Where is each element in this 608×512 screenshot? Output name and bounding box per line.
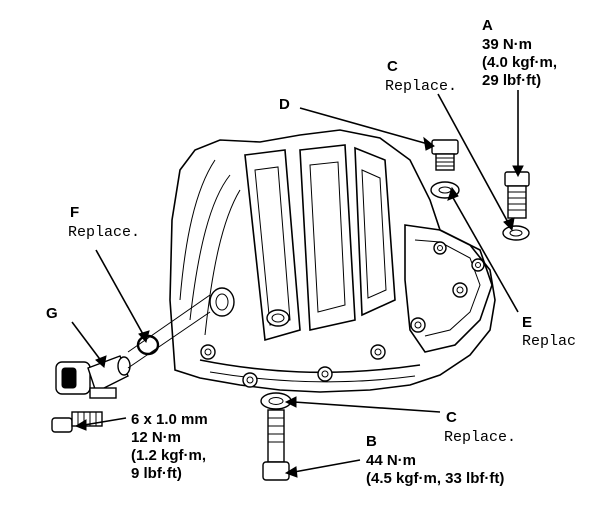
transmission-housing bbox=[169, 129, 496, 393]
label-a-letter: A bbox=[482, 17, 493, 34]
sensor-g bbox=[55, 355, 131, 399]
label-d-letter: D bbox=[279, 96, 290, 113]
assembly-line-g bbox=[127, 311, 211, 369]
label-a-torque-3: 29 lbf·ft) bbox=[482, 72, 541, 89]
leader-lines bbox=[71, 90, 524, 478]
bolt-g bbox=[51, 411, 103, 433]
label-b-torque-1: 44 N·m bbox=[366, 452, 416, 469]
label-b-torque-2: (4.5 kgf·m, 33 lbf·ft) bbox=[366, 470, 504, 487]
washer-c-bottom bbox=[260, 392, 292, 410]
label-g-letter: G bbox=[46, 305, 58, 322]
label-f-letter: F bbox=[70, 204, 79, 221]
label-e-letter: E bbox=[522, 314, 532, 331]
bolt-a bbox=[504, 171, 530, 219]
label-bolt-spec-2: 12 N·m bbox=[131, 429, 181, 446]
plug-d bbox=[431, 139, 459, 171]
label-bolt-spec-4: 9 lbf·ft) bbox=[131, 465, 182, 482]
housing-bolts bbox=[200, 241, 485, 388]
label-c-bottom-letter: C bbox=[446, 409, 457, 426]
label-c-bottom-note: Replace. bbox=[444, 429, 516, 446]
label-e-note: Replac bbox=[522, 333, 576, 350]
label-f-note: Replace. bbox=[68, 224, 140, 241]
label-b-letter: B bbox=[366, 433, 377, 450]
washer-e bbox=[502, 225, 530, 241]
label-a-torque-2: (4.0 kgf·m, bbox=[482, 54, 557, 71]
label-c-top-note: Replace. bbox=[385, 78, 457, 95]
label-bolt-spec-3: (1.2 kgf·m, bbox=[131, 447, 206, 464]
label-c-top-letter: C bbox=[387, 58, 398, 75]
bolt-b bbox=[260, 392, 292, 481]
drain-hole bbox=[266, 309, 290, 327]
label-bolt-spec-1: 6 x 1.0 mm bbox=[131, 411, 208, 428]
label-a-torque-1: 39 N·m bbox=[482, 36, 532, 53]
sensor-boss bbox=[209, 287, 235, 317]
